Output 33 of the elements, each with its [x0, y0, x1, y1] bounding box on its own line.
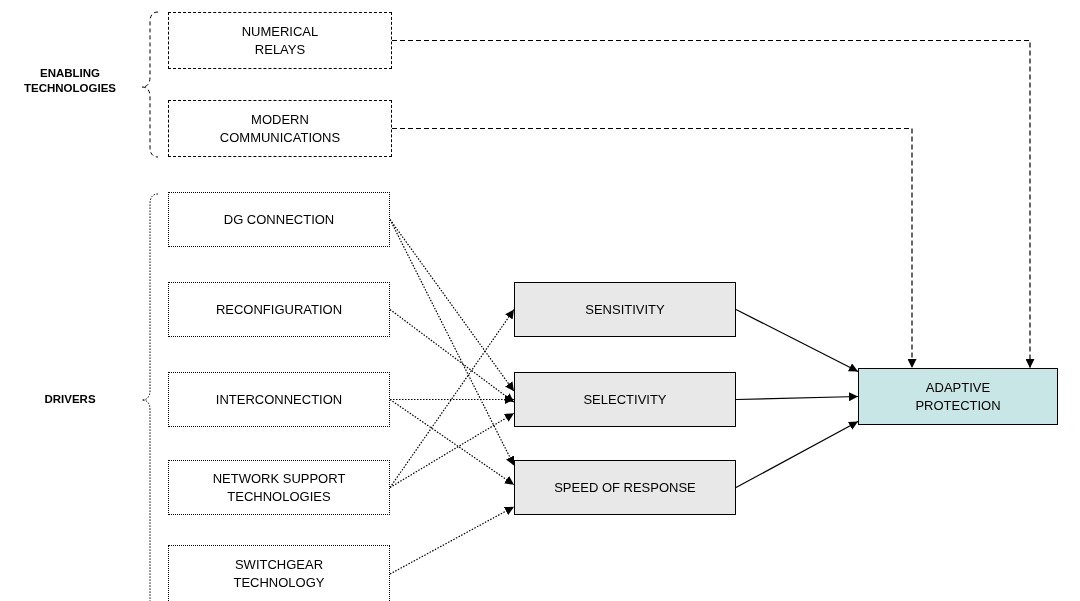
box-label: INTERCONNECTION — [215, 390, 343, 409]
box-label: NUMERICAL RELAYS — [240, 22, 320, 59]
driver-box — [168, 192, 390, 247]
arrow — [391, 39, 1035, 369]
arrow — [389, 308, 515, 403]
driver-box — [168, 460, 390, 515]
arrow — [389, 412, 515, 489]
box-label: DG CONNECTION — [223, 210, 335, 229]
arrow — [389, 395, 515, 404]
criterion-box — [514, 372, 736, 427]
driver-box — [168, 545, 390, 601]
arrow — [735, 420, 859, 489]
box-label: MODERN COMMUNICATIONS — [219, 110, 341, 147]
box-label: SPEED OF RESPONSE — [554, 478, 696, 497]
enabler-box — [168, 12, 392, 69]
arrow — [391, 127, 917, 369]
arrow — [735, 308, 859, 373]
criterion-box — [514, 282, 736, 337]
box-label: RECONFIGURATION — [215, 300, 343, 319]
box-label: SWITCHGEAR TECHNOLOGY — [232, 556, 326, 592]
box-label: NETWORK SUPPORT TECHNOLOGIES — [211, 469, 347, 506]
goal-box — [858, 368, 1058, 425]
box-label: ADAPTIVE PROTECTION — [914, 378, 1002, 415]
arrow — [389, 218, 515, 467]
arrow — [389, 398, 515, 486]
driver-box — [168, 372, 390, 427]
box-label: SENSITIVITY — [585, 300, 665, 319]
arrow — [735, 392, 859, 402]
criterion-box — [514, 460, 736, 515]
enabler-box — [168, 100, 392, 157]
driver-box — [168, 282, 390, 337]
box-label: SELECTIVITY — [583, 390, 667, 409]
arrow — [389, 506, 515, 575]
